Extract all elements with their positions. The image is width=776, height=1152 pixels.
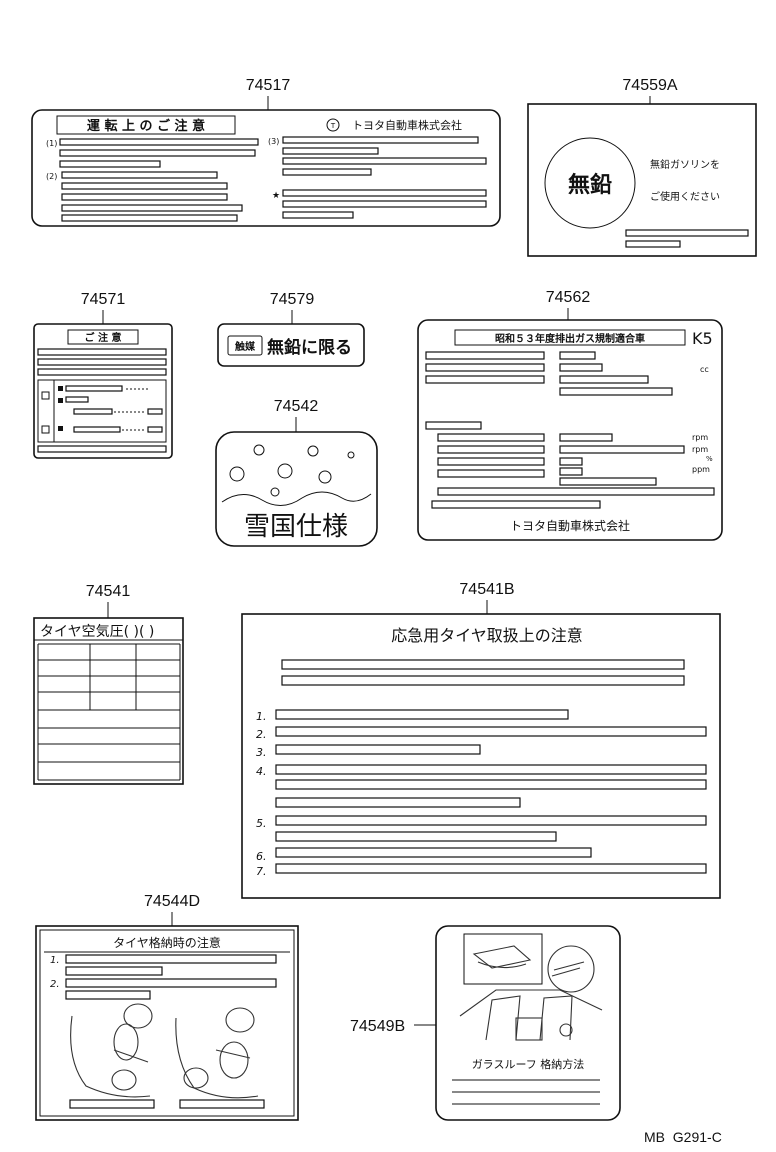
step-2: 2. (256, 728, 267, 741)
part-74517: 74517 運 転 上 の ご 注 意 T トヨタ自動車株式会社 (1) (2)… (31, 77, 501, 227)
part-74544D: 74544D タイヤ格納時の注意 1. 2. (35, 893, 299, 1121)
part-74542: 74542 雪国仕様 (215, 398, 378, 547)
step-7: 7. (256, 865, 267, 878)
label-74544D-step-2: 2. (50, 979, 60, 990)
step-5: 5. (256, 817, 267, 830)
part-74579: 74579 触媒 無鉛に限る (217, 291, 365, 367)
part-number-74542: 74542 (274, 398, 319, 415)
label-74541B-heading: 応急用タイヤ取扱上の注意 (391, 626, 583, 645)
label-74559A-line1: 無鉛ガソリンを (650, 158, 720, 171)
label-74559A-line2: ご使用ください (650, 190, 720, 203)
label-74562-outline (417, 319, 723, 541)
part-number-74562: 74562 (546, 289, 591, 306)
part-74541B: 74541B 応急用タイヤ取扱上の注意 1. 2. 3. 4. 5. 6. 7. (241, 581, 721, 899)
label-74562-code: K5 (692, 329, 713, 348)
step-6: 6. (256, 850, 267, 863)
label-74517-outline (31, 109, 501, 227)
label-74517-heading: 運 転 上 の ご 注 意 (87, 118, 205, 134)
part-number-74517: 74517 (246, 77, 291, 94)
label-74549B-caption: ガラスルーフ 格納方法 (472, 1057, 585, 1071)
mark-1: (1) (46, 139, 57, 148)
label-74541-heading: タイヤ空気圧( )( ) (40, 624, 154, 640)
label-74542-text: 雪国仕様 (244, 512, 348, 542)
label-74544D-outline (35, 925, 299, 1121)
part-74541: 74541 タイヤ空気圧( )( ) (33, 583, 184, 785)
label-74542-outline (215, 431, 378, 547)
label-74549B-outline (435, 925, 621, 1121)
label-74544D-step-1: 1. (50, 955, 60, 966)
step-1: 1. (256, 710, 267, 723)
label-74562-maker: トヨタ自動車株式会社 (510, 518, 630, 533)
label-74541-outline (33, 617, 184, 785)
label-74544D-heading: タイヤ格納時の注意 (113, 935, 221, 950)
part-number-74541: 74541 (86, 583, 131, 600)
glass-roof-illustration (459, 945, 603, 1041)
unit-ppm: ppm (692, 465, 710, 474)
step-3: 3. (256, 746, 267, 759)
unit-rpm-1: rpm (692, 433, 708, 442)
label-74517-maker: トヨタ自動車株式会社 (352, 118, 462, 132)
part-number-74559A: 74559A (622, 77, 677, 94)
part-number-74541B: 74541B (459, 581, 514, 598)
label-74571-outline (33, 323, 173, 459)
label-74559A-outline (527, 103, 757, 257)
part-74571: 74571 ご 注 意 (33, 291, 173, 459)
unit-cc: cc (700, 365, 709, 374)
label-74579-outline (217, 323, 365, 367)
diagram-code: MB G291-C (644, 1129, 722, 1145)
label-74562-heading: 昭和５３年度排出ガス規制適合車 (495, 332, 645, 345)
unit-rpm-2: rpm (692, 445, 708, 454)
part-number-74549B: 74549B (350, 1018, 405, 1035)
label-74571-heading: ご 注 意 (85, 331, 122, 344)
part-number-74571: 74571 (81, 291, 126, 308)
label-74541B-outline (241, 613, 721, 899)
svg-text:T: T (330, 122, 336, 130)
mark-2: (2) (46, 172, 57, 181)
step-4: 4. (256, 765, 267, 778)
part-74562: 74562 昭和５３年度排出ガス規制適合車 K5 cc rpm rpm % pp… (417, 289, 723, 541)
unleaded-emblem (544, 137, 636, 229)
label-74559A-emblem: 無鉛 (568, 172, 612, 198)
part-74549B: 74549B ガラスルーフ 格納方法 (350, 925, 621, 1121)
mark-3: (3) (268, 137, 279, 146)
part-number-74544D: 74544D (144, 893, 200, 910)
part-number-74579: 74579 (270, 291, 315, 308)
unit-percent: % (706, 455, 713, 463)
label-74579-text: 無鉛に限る (267, 337, 352, 358)
part-74559A: 74559A 無鉛 無鉛ガソリンを ご使用ください (527, 77, 757, 257)
tire-storage-illustration (70, 1003, 259, 1099)
mark-star: ★ (272, 191, 280, 201)
label-74579-prefix: 触媒 (234, 340, 256, 353)
